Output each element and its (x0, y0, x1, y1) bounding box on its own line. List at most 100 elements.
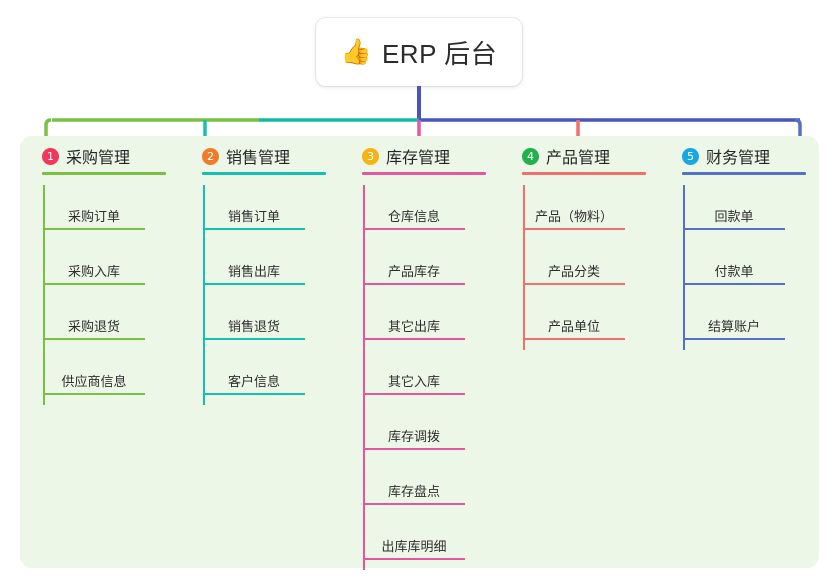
tree-item[interactable]: 其它入库 (363, 340, 465, 395)
tree-item-label: 库存调拨 (387, 429, 440, 444)
tree-item-label: 客户信息 (227, 374, 280, 389)
tree-item-label: 销售退货 (227, 319, 280, 334)
category-title-4: 产品管理 (546, 150, 611, 167)
tree-item-rule (683, 228, 785, 230)
tree-item-label: 产品分类 (547, 264, 600, 279)
tree-item-label: 采购入库 (67, 264, 120, 279)
tree-item-label: 结算账户 (707, 319, 760, 334)
tree-item-label: 付款单 (714, 264, 754, 279)
tree-item-label: 供应商信息 (61, 374, 127, 389)
tree-item-rule (363, 448, 465, 450)
tree-item[interactable]: 采购入库 (43, 230, 145, 285)
tree-item-label: 回款单 (714, 209, 754, 224)
tree-item[interactable]: 库存盘点 (363, 450, 465, 505)
tree-item[interactable]: 产品库存 (363, 230, 465, 285)
tree-item[interactable]: 回款单 (683, 175, 785, 230)
category-header-1[interactable]: 1 采购管理 (20, 140, 180, 172)
thumbs-up-icon: 👍 (340, 37, 372, 66)
tree-item-label: 库存盘点 (387, 484, 440, 499)
tree-item[interactable]: 产品（物料） (523, 175, 625, 230)
tree-item-label: 仓库信息 (387, 209, 440, 224)
category-column-2: 2 销售管理 销售订单 销售出库 销售退货 客户信息 (180, 136, 340, 568)
tree-item[interactable]: 结算账户 (683, 285, 785, 340)
category-column-1: 1 采购管理 采购订单 采购入库 采购退货 供应商信息 (20, 136, 180, 568)
tree-item[interactable]: 产品分类 (523, 230, 625, 285)
tree-item-label: 产品单位 (547, 319, 600, 334)
tree-item-label: 产品库存 (387, 264, 440, 279)
tree-item[interactable]: 客户信息 (203, 340, 305, 395)
tree-item-label: 出库库明细 (381, 539, 447, 554)
tree-item-rule (363, 503, 465, 505)
tree-item-rule (363, 283, 465, 285)
tree-item-rule (523, 283, 625, 285)
category-rule-3 (362, 172, 486, 175)
category-title-3: 库存管理 (386, 150, 451, 167)
category-items-3: 仓库信息 产品库存 其它出库 其它入库 库存调拨 (340, 175, 500, 560)
tree-item-rule (683, 283, 785, 285)
tree-item[interactable]: 付款单 (683, 230, 785, 285)
tree-item[interactable]: 销售退货 (203, 285, 305, 340)
category-header-2[interactable]: 2 销售管理 (180, 140, 340, 172)
category-spine-4 (523, 185, 525, 350)
tree-item[interactable]: 采购退货 (43, 285, 145, 340)
tree-item-rule (363, 228, 465, 230)
tree-item-rule (43, 338, 145, 340)
tree-item-rule (203, 338, 305, 340)
tree-item-rule (523, 228, 625, 230)
tree-item-rule (43, 283, 145, 285)
tree-item[interactable]: 采购订单 (43, 175, 145, 230)
tree-item-label: 采购退货 (67, 319, 120, 334)
tree-item-label: 销售出库 (227, 264, 280, 279)
category-items-2: 销售订单 销售出库 销售退货 客户信息 (180, 175, 340, 395)
category-rule-5 (682, 172, 806, 175)
category-badge-1: 1 (42, 147, 59, 165)
category-title-1: 采购管理 (66, 150, 131, 167)
tree-item[interactable]: 供应商信息 (43, 340, 145, 395)
tree-item[interactable]: 其它出库 (363, 285, 465, 340)
tree-item-rule (363, 338, 465, 340)
category-items-5: 回款单 付款单 结算账户 (660, 175, 820, 340)
tree-item-rule (203, 283, 305, 285)
tree-item[interactable]: 出库库明细 (363, 505, 465, 560)
category-column-3: 3 库存管理 仓库信息 产品库存 其它出库 其它入库 (340, 136, 500, 570)
tree-item-label: 销售订单 (227, 209, 280, 224)
category-items-1: 采购订单 采购入库 采购退货 供应商信息 (20, 175, 180, 395)
category-rule-4 (522, 172, 646, 175)
category-spine-5 (683, 185, 685, 350)
tree-item-rule (363, 558, 465, 560)
tree-item-rule (203, 228, 305, 230)
tree-item[interactable]: 销售出库 (203, 230, 305, 285)
category-title-2: 销售管理 (226, 150, 291, 167)
category-spine-3 (363, 185, 365, 570)
category-header-5[interactable]: 5 财务管理 (660, 140, 820, 172)
root-node-title: ERP 后台 (381, 38, 498, 69)
category-column-5: 5 财务管理 回款单 付款单 结算账户 (660, 136, 820, 568)
root-node-card[interactable]: 👍 ERP 后台 (316, 18, 522, 86)
category-spine-2 (203, 185, 205, 405)
category-title-5: 财务管理 (706, 150, 771, 167)
tree-item[interactable]: 销售订单 (203, 175, 305, 230)
category-rule-1 (42, 172, 166, 175)
category-badge-4: 4 (522, 147, 539, 165)
category-rule-2 (202, 172, 326, 175)
tree-item-rule (683, 338, 785, 340)
tree-item-rule (43, 393, 145, 395)
tree-item[interactable]: 库存调拨 (363, 395, 465, 450)
category-badge-5: 5 (682, 147, 699, 165)
tree-item-label: 其它入库 (387, 374, 440, 389)
content-panel (20, 136, 819, 568)
tree-item-label: 采购订单 (67, 209, 120, 224)
category-items-4: 产品（物料） 产品分类 产品单位 (500, 175, 660, 340)
tree-item[interactable]: 仓库信息 (363, 175, 465, 230)
category-columns: 1 采购管理 采购订单 采购入库 采购退货 供应商信息 (20, 136, 820, 570)
tree-item[interactable]: 产品单位 (523, 285, 625, 340)
category-header-3[interactable]: 3 库存管理 (340, 140, 500, 172)
tree-item-rule (43, 228, 145, 230)
tree-item-rule (203, 393, 305, 395)
tree-item-rule (363, 393, 465, 395)
category-badge-3: 3 (362, 147, 379, 165)
category-column-4: 4 产品管理 产品（物料） 产品分类 产品单位 (500, 136, 660, 568)
category-header-4[interactable]: 4 产品管理 (500, 140, 660, 172)
category-badge-2: 2 (202, 147, 219, 165)
